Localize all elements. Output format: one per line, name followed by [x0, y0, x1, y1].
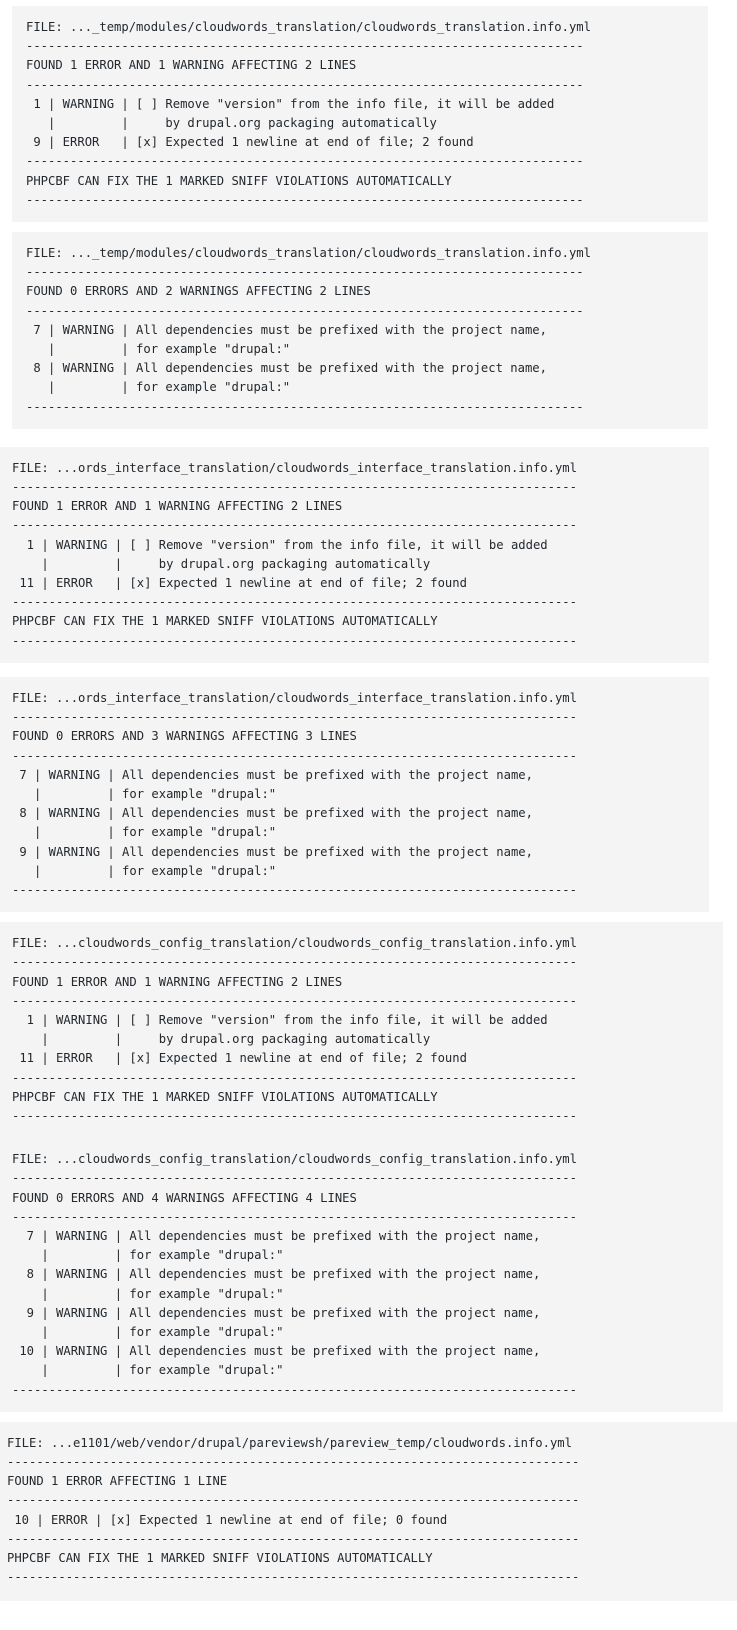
report-block-4-violation-3: 8 | WARNING | All dependencies must be p…: [12, 806, 533, 821]
report-block-4-rule-mid: ----------------------------------------…: [12, 748, 577, 763]
report-block-2-violation-1: 7 | WARNING | All dependencies must be p…: [26, 322, 547, 337]
report-block-5-rule-mid: ----------------------------------------…: [12, 993, 577, 1008]
report-block-1-file: FILE: ..._temp/modules/cloudwords_transl…: [26, 20, 591, 34]
report-block-1-fixable: PHPCBF CAN FIX THE 1 MARKED SNIFF VIOLAT…: [26, 173, 452, 188]
report-block-3-violation-2: | | by drupal.org packaging automaticall…: [12, 556, 431, 571]
spacer-2: [0, 428, 737, 447]
report-block-6-rule-top: ----------------------------------------…: [12, 1171, 577, 1186]
report-block-6-violation-6: | | for example "drupal:": [12, 1324, 284, 1339]
spacer-5: [0, 1411, 737, 1422]
report-block-7: FILE: ...e1101/web/vendor/drupal/parevie…: [0, 1421, 737, 1602]
report-block-6-violation-8: | | for example "drupal:": [12, 1363, 284, 1378]
report-block-2-violation-2: | | for example "drupal:": [26, 342, 291, 357]
report-block-2-rule-bottom: ----------------------------------------…: [26, 399, 584, 414]
report-block-3-rule-mid: ----------------------------------------…: [12, 518, 577, 533]
report-block-3-violation-1: 1 | WARNING | [ ] Remove "version" from …: [12, 537, 548, 552]
report-block-1-rule-mid: ----------------------------------------…: [26, 77, 584, 92]
spacer-3: [0, 662, 737, 677]
spacer-1: [0, 222, 737, 233]
report-block-6-violation-7: 10 | WARNING | All dependencies must be …: [12, 1344, 541, 1359]
report-block-6-rule-bottom: ----------------------------------------…: [12, 1382, 577, 1397]
report-block-7-rule-mid: ----------------------------------------…: [7, 1493, 580, 1508]
report-block-7-summary: FOUND 1 ERROR AFFECTING 1 LINE: [7, 1474, 228, 1489]
report-block-7-file: FILE: ...e1101/web/vendor/drupal/parevie…: [7, 1435, 572, 1450]
report-block-7-rule-bottom: ----------------------------------------…: [7, 1531, 580, 1546]
report-block-6-violation-5: 9 | WARNING | All dependencies must be p…: [12, 1305, 541, 1320]
report-block-3-summary: FOUND 1 ERROR AND 1 WARNING AFFECTING 2 …: [12, 499, 343, 514]
report-block-4-violation-2: | | for example "drupal:": [12, 786, 277, 801]
report-block-1-rule-top: ----------------------------------------…: [26, 39, 584, 54]
report-block-1-violation-2: | | by drupal.org packaging automaticall…: [26, 116, 437, 131]
report-block-4-violation-1: 7 | WARNING | All dependencies must be p…: [12, 767, 533, 782]
report-block-4-violation-6: | | for example "drupal:": [12, 863, 277, 878]
report-block-3-file: FILE: ...ords_interface_translation/clou…: [12, 460, 577, 475]
report-block-6-violation-3: 8 | WARNING | All dependencies must be p…: [12, 1267, 541, 1282]
report-block-5-summary: FOUND 1 ERROR AND 1 WARNING AFFECTING 2 …: [12, 974, 343, 989]
report-block-2-violation-3: 8 | WARNING | All dependencies must be p…: [26, 361, 547, 376]
report-block-5-rule-top: ----------------------------------------…: [12, 955, 577, 970]
report-block-4: FILE: ...ords_interface_translation/clou…: [0, 676, 709, 913]
report-block-4-file: FILE: ...ords_interface_translation/clou…: [12, 690, 577, 705]
report-block-5-violation-3: 11 | ERROR | [x] Expected 1 newline at e…: [12, 1051, 467, 1066]
report-block-1: FILE: ..._temp/modules/cloudwords_transl…: [12, 6, 708, 223]
report-block-6-violation-4: | | for example "drupal:": [12, 1286, 284, 1301]
report-block-1-rule-bottom: ----------------------------------------…: [26, 154, 584, 169]
report-block-2: FILE: ..._temp/modules/cloudwords_transl…: [12, 232, 708, 429]
report-block-5-rule-bottom: ----------------------------------------…: [12, 1070, 577, 1085]
report-block-4-rule-bottom: ----------------------------------------…: [12, 882, 577, 897]
report-block-5-violation-2: | | by drupal.org packaging automaticall…: [12, 1032, 431, 1047]
spacer-4: [0, 912, 737, 923]
spacer-top: [0, 0, 737, 6]
report-block-6-summary: FOUND 0 ERRORS AND 4 WARNINGS AFFECTING …: [12, 1190, 357, 1205]
report-block-3-violation-3: 11 | ERROR | [x] Expected 1 newline at e…: [12, 576, 467, 591]
report-block-1-rule-end: ----------------------------------------…: [26, 192, 584, 207]
report-block-2-rule-mid: ----------------------------------------…: [26, 303, 584, 318]
report-block-5-file: FILE: ...cloudwords_config_translation/c…: [12, 936, 577, 951]
report-block-4-rule-top: ----------------------------------------…: [12, 710, 577, 725]
report-block-6-violation-2: | | for example "drupal:": [12, 1248, 284, 1263]
report-block-5-violation-1: 1 | WARNING | [ ] Remove "version" from …: [12, 1012, 548, 1027]
report-block-4-summary: FOUND 0 ERRORS AND 3 WARNINGS AFFECTING …: [12, 729, 357, 744]
report-block-3-fixable: PHPCBF CAN FIX THE 1 MARKED SNIFF VIOLAT…: [12, 614, 438, 629]
report-block-5-rule-end: ----------------------------------------…: [12, 1108, 577, 1123]
report-block-6-rule-mid: ----------------------------------------…: [12, 1209, 577, 1224]
report-block-3: FILE: ...ords_interface_translation/clou…: [0, 446, 709, 663]
report-block-2-summary: FOUND 0 ERRORS AND 2 WARNINGS AFFECTING …: [26, 284, 371, 299]
report-block-1-violation-1: 1 | WARNING | [ ] Remove "version" from …: [26, 96, 555, 111]
report-block-3-rule-bottom: ----------------------------------------…: [12, 595, 577, 610]
report-block-3-rule-top: ----------------------------------------…: [12, 480, 577, 495]
report-block-6-violation-1: 7 | WARNING | All dependencies must be p…: [12, 1228, 541, 1243]
report-block-2-rule-top: ----------------------------------------…: [26, 265, 584, 280]
report-block-7-rule-end: ----------------------------------------…: [7, 1570, 580, 1585]
report-block-7-violation-1: 10 | ERROR | [x] Expected 1 newline at e…: [7, 1512, 448, 1527]
report-block-7-fixable: PHPCBF CAN FIX THE 1 MARKED SNIFF VIOLAT…: [7, 1551, 433, 1566]
report-block-2-violation-4: | | for example "drupal:": [26, 380, 291, 395]
report-block-5: FILE: ...cloudwords_config_translation/c…: [0, 922, 723, 1139]
report-block-7-rule-top: ----------------------------------------…: [7, 1455, 580, 1469]
report-block-2-file: FILE: ..._temp/modules/cloudwords_transl…: [26, 246, 591, 261]
report-block-1-violation-3: 9 | ERROR | [x] Expected 1 newline at en…: [26, 135, 474, 150]
report-block-5-fixable: PHPCBF CAN FIX THE 1 MARKED SNIFF VIOLAT…: [12, 1089, 438, 1104]
report-block-6: FILE: ...cloudwords_config_translation/c…: [0, 1138, 723, 1412]
report-block-6-file: FILE: ...cloudwords_config_translation/c…: [12, 1152, 577, 1167]
report-block-1-summary: FOUND 1 ERROR AND 1 WARNING AFFECTING 2 …: [26, 58, 357, 73]
report-block-4-violation-4: | | for example "drupal:": [12, 825, 277, 840]
report-block-3-rule-end: ----------------------------------------…: [12, 633, 577, 648]
report-block-4-violation-5: 9 | WARNING | All dependencies must be p…: [12, 844, 533, 859]
